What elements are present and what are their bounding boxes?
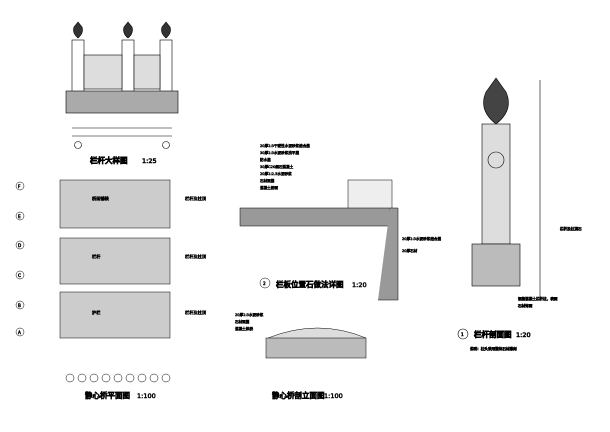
plan-callout: 栏杆及柱顶 bbox=[185, 253, 207, 260]
balustrade-panel bbox=[133, 54, 161, 90]
deck-slab bbox=[239, 207, 391, 227]
grid-row-label: C bbox=[18, 273, 21, 278]
plan-callout: 栏杆及柱顶 bbox=[185, 309, 207, 316]
elevation-note: 20厚1:3水泥砂浆 bbox=[235, 312, 264, 317]
post-section-title: 栏杆剖面图 bbox=[474, 329, 512, 339]
post-shaft bbox=[481, 123, 511, 245]
grid-marker-row bbox=[15, 181, 25, 191]
stone-section-title: 栏板位置石做法详图 bbox=[276, 279, 344, 289]
post-callout: 栏杆及柱顶石 bbox=[560, 226, 582, 231]
post-section-scale: 1:20 bbox=[516, 331, 531, 339]
stone-section-scale: 1:20 bbox=[352, 281, 367, 289]
grid-marker-row bbox=[15, 270, 25, 280]
post-section-drawing: 栏杆及柱顶石 钢筋混凝土栏杆柱，表面 石材饰面 说明：柱头采用整块石材雕刻 1 … bbox=[457, 77, 582, 351]
grid-marker-row bbox=[15, 240, 25, 250]
balustrade-base bbox=[65, 90, 179, 114]
balustrade-panel bbox=[83, 54, 123, 90]
elevation-note: 混凝土拱桥 bbox=[235, 326, 253, 331]
stone-note: 30厚C20细石混凝土 bbox=[260, 164, 294, 169]
grid-marker-row bbox=[15, 327, 25, 337]
stone-bottom-note: 20厚石材 bbox=[402, 248, 418, 253]
detail-number: 2 bbox=[263, 281, 266, 286]
balustrade-detail-scale: 1:25 bbox=[142, 157, 157, 165]
grid-row-label: D bbox=[18, 243, 21, 248]
post-medallion bbox=[487, 151, 505, 169]
plan-cell-text: 栏杆 bbox=[92, 253, 101, 260]
stone-note: 20厚1:2.5水泥砂浆 bbox=[260, 171, 292, 176]
grid-marker-row bbox=[15, 211, 25, 221]
post-note: 钢筋混凝土栏杆柱，表面 bbox=[518, 296, 558, 301]
balustrade-post bbox=[71, 39, 85, 98]
plan-cell-text: 桥面铺装 bbox=[92, 195, 110, 202]
balustrade-post bbox=[159, 39, 173, 98]
bridge-plan-title: 静心桥平面图 bbox=[85, 390, 130, 400]
stone-note: 混凝土桥面 bbox=[260, 185, 278, 190]
bridge-arch bbox=[267, 327, 367, 339]
balustrade-detail-title: 栏杆大样图 bbox=[90, 155, 128, 165]
stone-block bbox=[347, 179, 393, 211]
post-cap-ornament bbox=[161, 21, 171, 39]
plan-callout: 栏杆及柱顶 bbox=[185, 195, 207, 202]
stone-note: 防水层 bbox=[260, 157, 271, 162]
detail-number-circle bbox=[259, 277, 271, 289]
post-cap-ornament bbox=[483, 77, 509, 125]
stone-note: 20厚1:3干硬性水泥砂浆结合层 bbox=[260, 143, 310, 148]
bridge-elevation-scale: 1:100 bbox=[324, 392, 343, 400]
abutment bbox=[265, 337, 367, 359]
plan-cell-text: 护栏 bbox=[92, 309, 100, 316]
elevation-note: 石材面层 bbox=[235, 319, 250, 324]
post-note: 石材饰面 bbox=[518, 303, 533, 308]
stone-bottom-note: 20厚1:3水泥砂浆结合层 bbox=[402, 236, 442, 241]
post-cap-ornament bbox=[123, 21, 133, 39]
plan-column-markers bbox=[65, 373, 171, 383]
grid-marker bbox=[74, 141, 82, 149]
bridge-plan-scale: 1:100 bbox=[137, 392, 156, 400]
plan-deck-band bbox=[59, 179, 171, 229]
stone-note: 30厚1:3水泥砂浆找平层 bbox=[260, 150, 300, 155]
grid-row-label: B bbox=[18, 303, 21, 308]
post-note: 说明：柱头采用整块石材雕刻 bbox=[470, 346, 517, 351]
grid-marker bbox=[162, 141, 170, 149]
detail-number: 1 bbox=[461, 332, 464, 337]
detail-number-circle bbox=[457, 328, 469, 340]
plan-deck-band bbox=[59, 237, 171, 285]
post-cap-ornament bbox=[73, 21, 83, 39]
bridge-elevation-drawing: 20厚1:3水泥砂浆 石材面层 混凝土拱桥 静心桥剖立面图 1:100 bbox=[235, 312, 367, 400]
stone-section-drawing: 20厚1:3干硬性水泥砂浆结合层 30厚1:3水泥砂浆找平层 防水层 30厚C2… bbox=[239, 143, 442, 301]
stone-note: 石材面层 bbox=[260, 178, 275, 183]
bridge-elevation-title: 静心桥剖立面图 bbox=[272, 390, 325, 400]
grid-row-label: A bbox=[18, 330, 21, 335]
section-edge bbox=[378, 207, 399, 301]
bridge-plan-drawing: 桥面铺装 栏杆 护栏 F E D C B A 栏杆及柱顶 栏杆及柱顶 栏杆及柱顶… bbox=[15, 179, 207, 400]
grid-row-label: F bbox=[18, 184, 21, 189]
plan-deck-band bbox=[59, 291, 171, 339]
balustrade-post bbox=[121, 39, 135, 98]
grid-row-label: E bbox=[18, 214, 21, 219]
post-footing bbox=[471, 243, 521, 287]
grid-marker-row bbox=[15, 300, 25, 310]
balustrade-detail-drawing: 栏杆大样图 1:25 bbox=[65, 21, 179, 165]
